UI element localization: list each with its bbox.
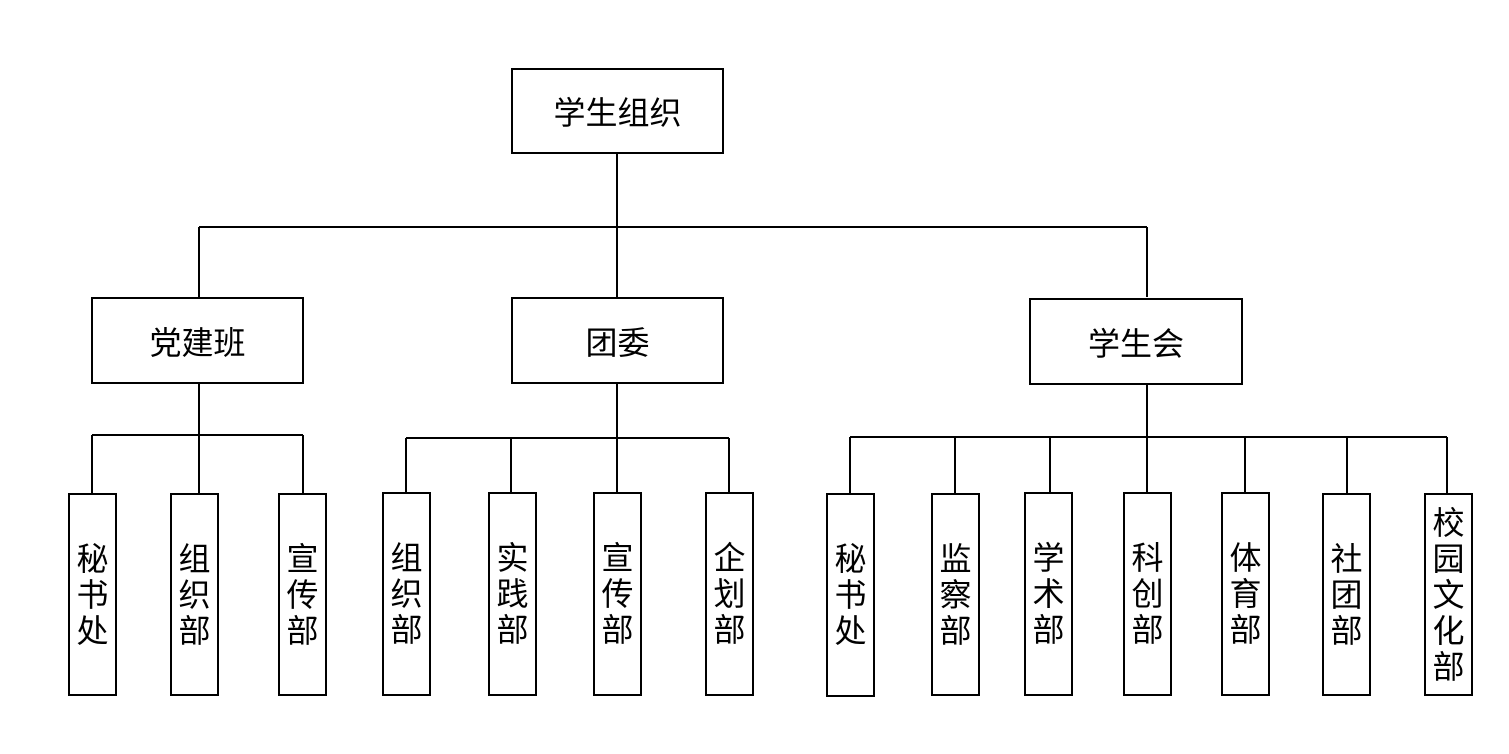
leaf-node: 组织部 — [170, 493, 219, 696]
leaf-node-label: 社团部 — [1330, 539, 1363, 650]
leaf-node: 宣传部 — [278, 493, 327, 696]
leaf-node: 秘书处 — [826, 493, 875, 697]
root-node: 学生组织 — [511, 68, 724, 154]
root-node-label: 学生组织 — [553, 94, 682, 132]
branch-node-label: 党建班 — [149, 323, 246, 362]
leaf-node-label: 宣传部 — [601, 539, 634, 649]
leaf-node-label: 校园文化部 — [1432, 503, 1465, 686]
branch-node-xueshenghui: 学生会 — [1029, 298, 1243, 385]
leaf-node: 秘书处 — [68, 493, 117, 696]
branch-node-dangjianban: 党建班 — [91, 297, 304, 384]
leaf-node-label: 科创部 — [1131, 539, 1164, 649]
branch-node-label: 团委 — [585, 323, 650, 362]
leaf-node: 企划部 — [705, 492, 754, 696]
leaf-node: 社团部 — [1322, 493, 1371, 696]
leaf-node: 校园文化部 — [1424, 493, 1473, 696]
leaf-node-label: 组织部 — [178, 539, 211, 650]
leaf-node: 监察部 — [931, 493, 980, 696]
branch-node-label: 学生会 — [1087, 324, 1184, 363]
leaf-node-label: 学术部 — [1032, 539, 1065, 649]
leaf-node: 实践部 — [488, 492, 537, 696]
leaf-node-label: 秘书处 — [834, 540, 867, 650]
leaf-node-label: 组织部 — [390, 539, 423, 649]
leaf-node: 组织部 — [382, 492, 431, 696]
branch-node-tuanwei: 团委 — [511, 297, 724, 384]
leaf-node: 宣传部 — [593, 492, 642, 696]
leaf-node-label: 体育部 — [1229, 539, 1262, 649]
leaf-node: 科创部 — [1123, 492, 1172, 696]
leaf-node-label: 监察部 — [939, 539, 972, 650]
leaf-node: 体育部 — [1221, 492, 1270, 696]
leaf-node-label: 秘书处 — [76, 539, 109, 650]
leaf-node-label: 宣传部 — [286, 539, 319, 650]
leaf-node: 学术部 — [1024, 492, 1073, 696]
leaf-node-label: 实践部 — [496, 539, 529, 649]
leaf-node-label: 企划部 — [713, 539, 746, 649]
